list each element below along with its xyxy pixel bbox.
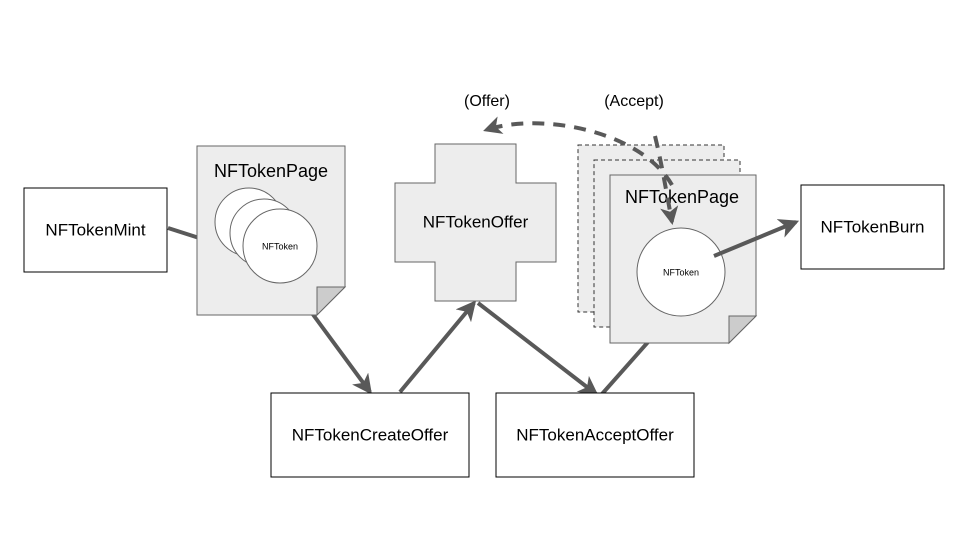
- page-right-token-label: NFToken: [663, 267, 699, 277]
- page-left-fold-icon: [316, 286, 347, 317]
- node-page-right[interactable]: NFToken NFTokenPage: [577, 144, 758, 345]
- node-nftoken-offer[interactable]: NFTokenOffer: [394, 143, 557, 302]
- edge-label-accept: (Accept): [604, 93, 664, 110]
- nftoken-burn-label: NFTokenBurn: [821, 217, 925, 236]
- nftoken-mint-label: NFTokenMint: [45, 220, 145, 239]
- node-nftoken-accept-offer[interactable]: NFTokenAcceptOffer: [495, 392, 695, 478]
- nftoken-create-offer-label: NFTokenCreateOffer: [292, 425, 449, 444]
- edge-create-offer-to-offer-line: [398, 300, 477, 394]
- nftoken-offer-cross: [394, 143, 557, 302]
- page-left-title: NFTokenPage: [214, 161, 328, 181]
- nftoken-accept-offer-label: NFTokenAcceptOffer: [516, 425, 674, 444]
- nftoken-mint-box: [23, 187, 168, 273]
- edge-offer-to-accept-offer-line: [476, 301, 599, 397]
- node-page-left[interactable]: NFToken NFTokenPage: [196, 145, 347, 317]
- nftoken-burn-box: [800, 184, 945, 270]
- node-nftoken-burn[interactable]: NFTokenBurn: [800, 184, 945, 270]
- nftoken-offer-label: NFTokenOffer: [423, 212, 529, 231]
- nftoken-accept-offer-box: [495, 392, 695, 478]
- page-right-title: NFTokenPage: [625, 187, 739, 207]
- page-left-token-front: [242, 208, 318, 284]
- node-nftoken-create-offer[interactable]: NFTokenCreateOffer: [270, 392, 470, 478]
- edge-accept-dashed-line: [653, 135, 679, 226]
- edge-page-to-burn-line: [713, 219, 800, 258]
- edge-label-offer: (Offer): [464, 93, 510, 110]
- edge-page-to-burn: [713, 219, 800, 258]
- page-left-token-label: NFToken: [262, 241, 298, 251]
- page-right-fold-icon: [728, 315, 758, 345]
- edge-offer-dashed: (Offer) (Accept): [464, 93, 674, 187]
- nftoken-create-offer-box: [270, 392, 470, 478]
- edge-accept-dashed: [653, 135, 679, 226]
- edge-offer-to-accept-offer: [476, 301, 599, 397]
- edge-create-offer-to-offer: [398, 300, 477, 394]
- edge-offer-dashed-line: [483, 116, 674, 187]
- node-nftoken-mint[interactable]: NFTokenMint: [23, 187, 168, 273]
- page-right-token: [636, 227, 726, 317]
